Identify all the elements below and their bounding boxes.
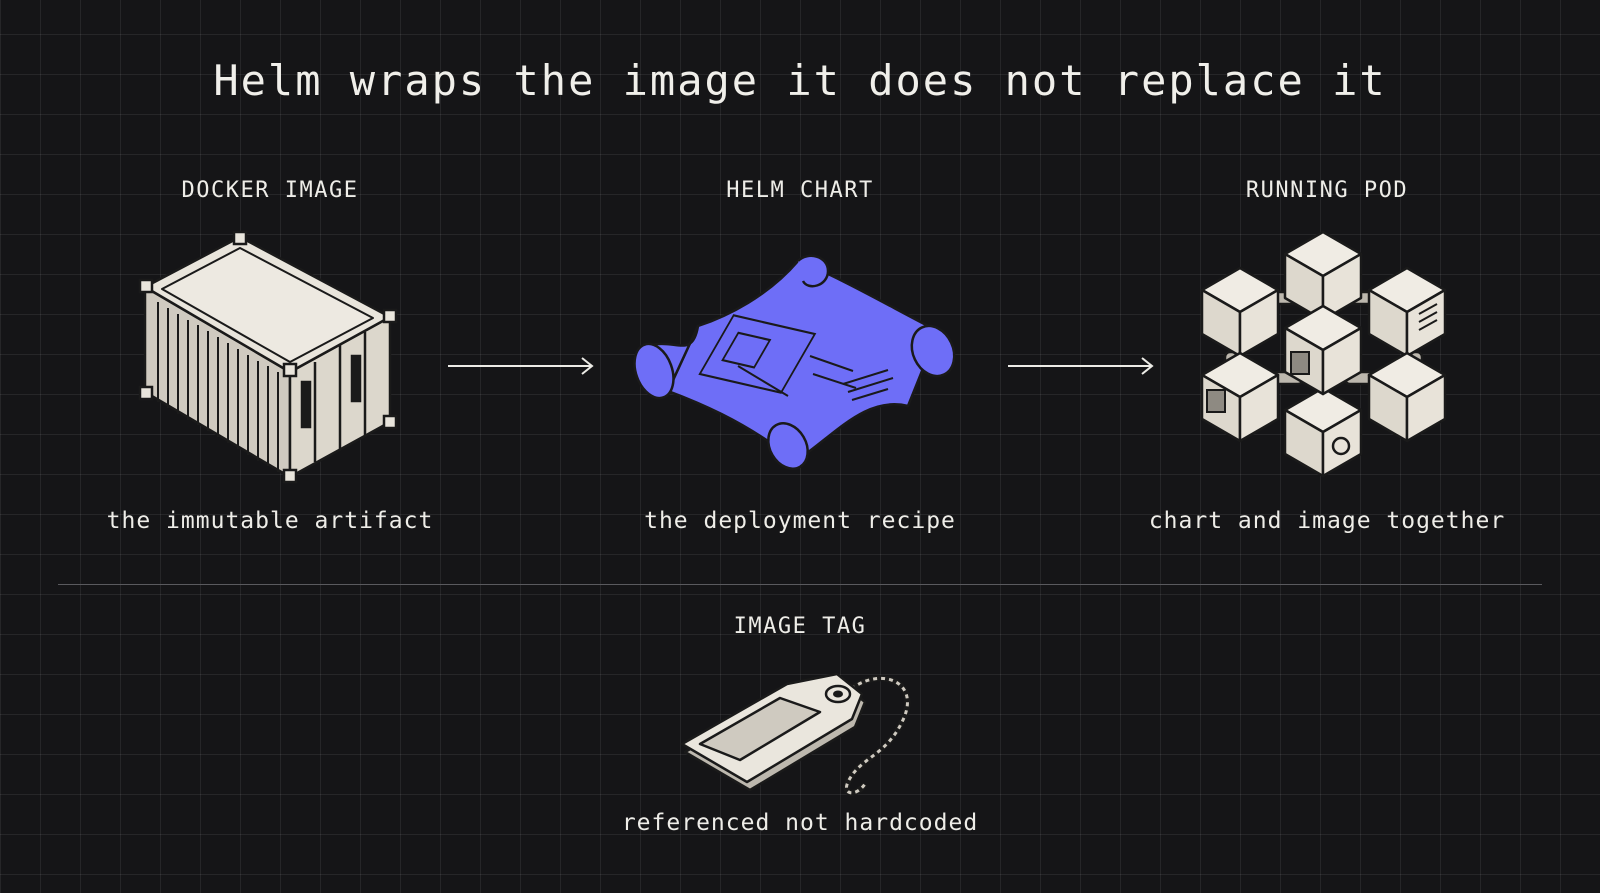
helm-chart-caption: the deployment recipe [644,508,956,534]
cube-cluster-icon [1200,230,1447,478]
image-tag-caption: referenced not hardcoded [621,810,979,836]
arrow-right-icon [448,357,594,375]
docker-image-label: DOCKER IMAGE [181,178,359,203]
image-tag-label: IMAGE TAG [733,614,867,639]
running-pod-caption: chart and image together [1148,508,1506,534]
docker-image-caption: the immutable artifact [106,508,434,534]
blueprint-scroll-icon [633,254,956,470]
helm-chart-label: HELM CHART [726,178,874,203]
arrow-right-icon [1008,357,1154,375]
luggage-tag-icon [680,672,911,796]
divider [58,584,1542,585]
running-pod-label: RUNNING POD [1245,178,1409,203]
page-title: Helm wraps the image it does not replace… [213,56,1387,105]
container-icon [138,230,398,484]
